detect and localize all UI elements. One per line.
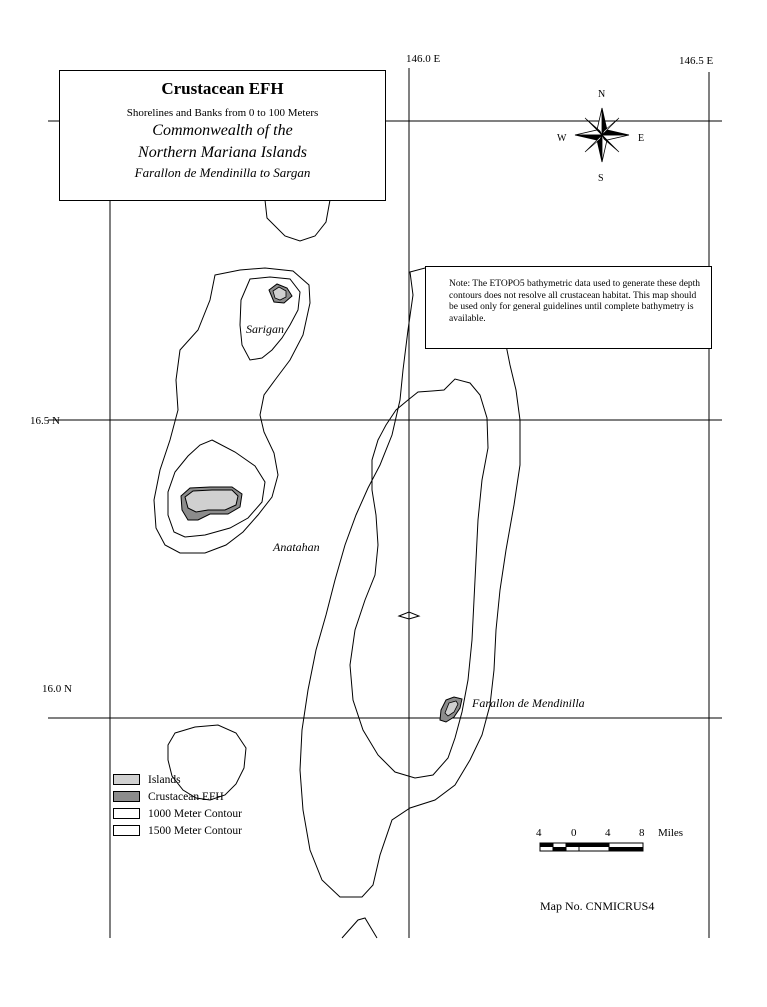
compass-rose-icon (574, 107, 630, 163)
compass-north-label: N (598, 89, 606, 100)
scale-tick-label: 4 (605, 827, 611, 839)
lat-label-16-5: 16.5 N (30, 415, 60, 427)
legend-swatch-islands (113, 774, 140, 785)
place-label-anatahan: Anatahan (273, 540, 320, 554)
legend-label-1000m: 1000 Meter Contour (148, 807, 242, 820)
scale-tick-label: 4 (536, 827, 542, 839)
contour-anatahan-1000 (167, 439, 266, 538)
legend-label-islands: Islands (148, 773, 181, 786)
compass-east-label: E (638, 133, 645, 144)
scale-bar (539, 842, 644, 852)
map-title: Crustacean EFH (161, 79, 284, 98)
contour-small-mark (397, 611, 421, 620)
contour-ridge-1500 (299, 267, 521, 898)
contour-bottom-fragment (341, 917, 378, 939)
scale-tick-label: 0 (571, 827, 577, 839)
scale-unit-label: Miles (658, 827, 684, 839)
legend-label-efh: Crustacean EFH (148, 790, 224, 803)
lon-label-146-0: 146.0 E (406, 53, 441, 65)
map-title-box: Crustacean EFH Shorelines and Banks from… (59, 70, 386, 201)
legend-swatch-efh (113, 791, 140, 802)
contour-sarigan-1500 (153, 267, 311, 554)
contour-sarigan-1000 (239, 276, 301, 361)
map-subtitle: Shorelines and Banks from 0 to 100 Meter… (126, 107, 319, 119)
island-sarigan-core (272, 286, 287, 301)
map-legend: Islands Crustacean EFH 1000 Meter Contou… (113, 771, 242, 839)
compass-west-label: W (557, 133, 567, 144)
legend-item-islands: Islands (113, 771, 242, 788)
place-label-sarigan: Sarigan (246, 322, 285, 336)
legend-label-1500m: 1500 Meter Contour (148, 824, 242, 837)
island-anatahan (184, 489, 239, 513)
legend-item-1500m: 1500 Meter Contour (113, 822, 242, 839)
island-farallon (444, 700, 459, 717)
legend-swatch-1500m (113, 825, 140, 836)
scale-tick-label: 8 (639, 827, 645, 839)
place-label-farallon: Farallon de Mendinilla (472, 696, 585, 710)
lat-label-16-0: 16.0 N (42, 683, 72, 695)
map-number: Map No. CNMICRUS4 (540, 899, 655, 913)
contour-ridge-1000 (349, 378, 489, 779)
map-region-line1: Commonwealth of the (152, 122, 293, 139)
note-box: Note: The ETOPO5 bathymetric data used t… (425, 266, 712, 349)
legend-item-1000m: 1000 Meter Contour (113, 805, 242, 822)
contour-southwest-bank (167, 724, 247, 801)
legend-swatch-1000m (113, 808, 140, 819)
compass-south-label: S (598, 173, 604, 184)
contour-north-bank (264, 199, 331, 242)
map-extent: Farallon de Mendinilla to Sargan (134, 165, 311, 180)
legend-item-efh: Crustacean EFH (113, 788, 242, 805)
map-region-line2: Northern Mariana Islands (138, 144, 307, 161)
lon-label-146-5: 146.5 E (679, 55, 714, 67)
